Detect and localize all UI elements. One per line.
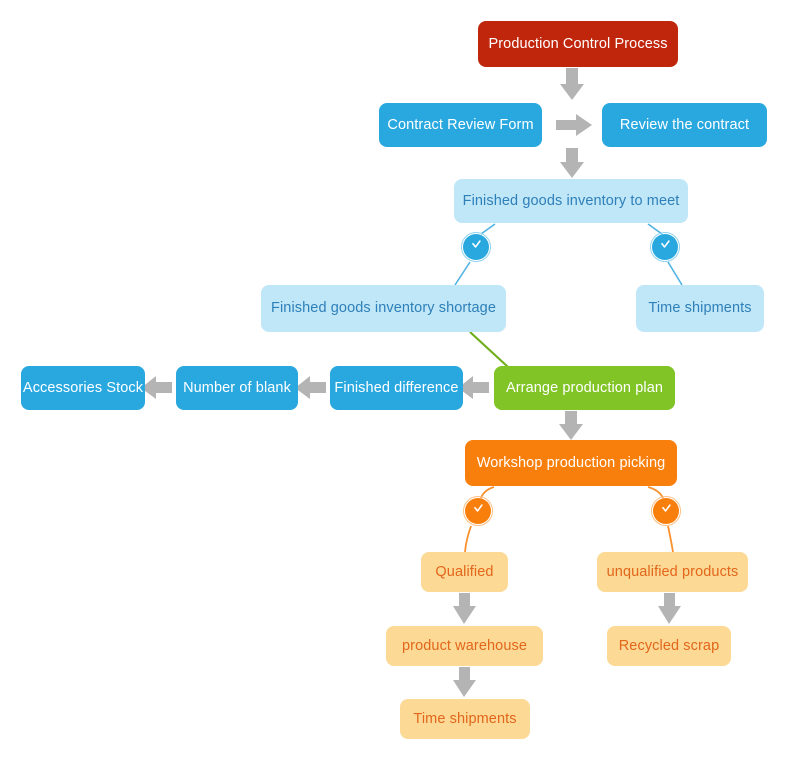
node-label: Arrange production plan	[505, 379, 664, 396]
badge-ring	[651, 496, 681, 526]
node-product-warehouse[interactable]: product warehouse	[386, 626, 543, 666]
node-label: product warehouse	[401, 637, 528, 654]
connector-workshop-badges	[464, 486, 674, 553]
arrow-warehouse-to-shipments	[453, 667, 476, 697]
node-label: Workshop production picking	[476, 454, 666, 471]
node-recycled-scrap[interactable]: Recycled scrap	[607, 626, 731, 666]
node-label: Review the contract	[619, 116, 750, 133]
node-finished-goods-to-meet[interactable]: Finished goods inventory to meet	[454, 179, 688, 223]
node-time-shipments-top[interactable]: Time shipments	[636, 285, 764, 332]
check-glyph-icon	[471, 501, 486, 521]
arrow-form-to-finished-goods	[560, 148, 584, 178]
node-finished-goods-shortage[interactable]: Finished goods inventory shortage	[261, 285, 506, 332]
node-finished-difference[interactable]: Finished difference	[330, 366, 463, 410]
arrow-qualified-to-warehouse	[453, 593, 476, 624]
node-label: Recycled scrap	[618, 637, 720, 654]
node-contract-review-form[interactable]: Contract Review Form	[379, 103, 542, 147]
node-label: Time shipments	[648, 300, 752, 317]
node-label: unqualified products	[606, 563, 739, 580]
node-label: Finished difference	[334, 379, 459, 396]
node-label: Production Control Process	[488, 35, 668, 52]
arrow-difference-to-blank	[295, 376, 326, 399]
node-review-the-contract[interactable]: Review the contract	[602, 103, 767, 147]
arrow-blank-to-accessories	[141, 376, 172, 399]
node-label: Contract Review Form	[387, 116, 534, 133]
node-label: Accessories Stock	[22, 379, 144, 396]
check-glyph-icon	[659, 501, 674, 521]
node-qualified[interactable]: Qualified	[421, 552, 508, 592]
arrow-unqualified-to-scrap	[658, 593, 681, 624]
check-circle-icon[interactable]	[463, 496, 493, 526]
check-circle-icon[interactable]	[650, 232, 680, 262]
node-production-control-process[interactable]: Production Control Process	[478, 21, 678, 67]
arrow-form-to-review-contract	[556, 114, 592, 136]
badge-ring	[463, 496, 493, 526]
node-number-of-blank[interactable]: Number of blank	[176, 366, 298, 410]
node-time-shipments-bottom[interactable]: Time shipments	[400, 699, 530, 739]
node-label: Finished goods inventory shortage	[271, 300, 496, 317]
connector-finished-goods-badges	[454, 223, 683, 286]
node-workshop-production-picking[interactable]: Workshop production picking	[465, 440, 677, 486]
check-circle-icon[interactable]	[651, 496, 681, 526]
arrow-process-to-review-form	[560, 68, 584, 100]
check-circle-icon[interactable]	[461, 232, 491, 262]
node-label: Number of blank	[183, 379, 291, 396]
node-label: Finished goods inventory to meet	[462, 192, 680, 209]
node-unqualified-products[interactable]: unqualified products	[597, 552, 748, 592]
badge-ring	[461, 232, 491, 262]
node-label: Time shipments	[413, 710, 517, 727]
node-label: Qualified	[435, 563, 494, 580]
node-accessories-stock[interactable]: Accessories Stock	[21, 366, 145, 410]
check-glyph-icon	[469, 237, 484, 257]
node-arrange-production-plan[interactable]: Arrange production plan	[494, 366, 675, 410]
check-glyph-icon	[658, 237, 673, 257]
arrow-plan-to-workshop	[559, 411, 583, 440]
badge-ring	[650, 232, 680, 262]
